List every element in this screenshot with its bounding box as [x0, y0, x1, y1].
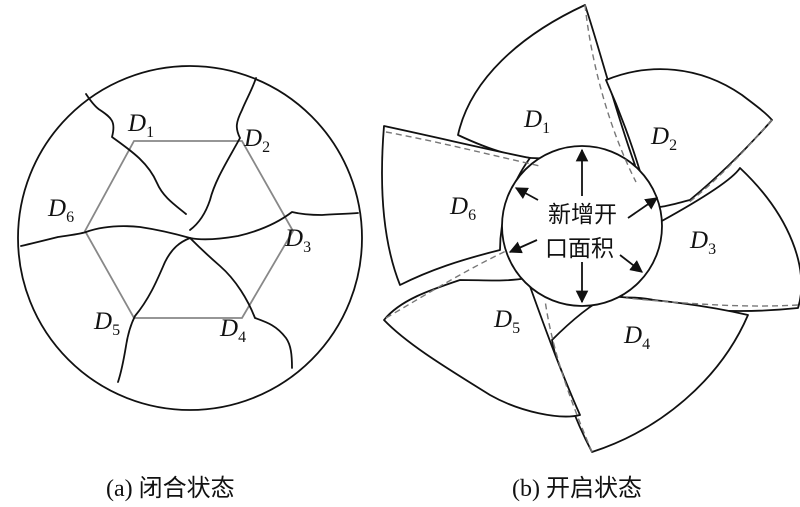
center-hexagon	[83, 140, 295, 319]
open-label-d4: D4	[623, 322, 650, 353]
arrow-upper-right	[627, 197, 659, 219]
dashed-outline-3	[625, 297, 799, 307]
open-label-d2: D2	[650, 123, 677, 154]
outer-circle	[17, 65, 363, 411]
closed-state-figure: D1 D2 D3 D4 D5 D6 (a) 闭合状态	[17, 65, 363, 502]
blade-d6	[381, 125, 531, 286]
closed-label-d3: D3	[284, 225, 311, 256]
closed-caption: (a) 闭合状态	[106, 475, 235, 502]
boundary-6	[20, 225, 191, 247]
open-label-d5: D5	[493, 306, 520, 337]
open-label-d6: D6	[449, 193, 476, 224]
arrow-upper-left	[514, 187, 539, 201]
closed-label-d4: D4	[219, 315, 246, 346]
dashed-outline-6	[385, 131, 541, 167]
closed-label-d1: D1	[127, 110, 154, 141]
dashed-outline-1	[584, 4, 637, 183]
open-label-d1: D1	[523, 106, 550, 137]
open-state-figure: 新增开 口面积 D1 D2 D3 D4 D5 D6 (b) 开启状态	[381, 4, 800, 502]
arrow-lower-left	[508, 239, 538, 254]
boundary-5	[117, 237, 191, 383]
blade-d4	[551, 295, 749, 453]
closed-label-d2: D2	[243, 125, 270, 156]
blade-d5	[383, 277, 581, 418]
boundary-4	[189, 237, 293, 369]
boundary-1	[85, 93, 187, 215]
central-opening	[501, 145, 663, 307]
arrow-lower-right	[619, 254, 643, 273]
center-text-line2: 口面积	[545, 236, 614, 262]
closed-label-d5: D5	[93, 308, 120, 339]
center-text-line1: 新增开	[548, 202, 617, 228]
open-label-d3: D3	[689, 227, 716, 258]
dashed-outline-2	[687, 119, 773, 204]
dashed-outline-4	[544, 299, 593, 453]
boundary-3	[189, 211, 359, 241]
closed-label-d6: D6	[47, 195, 74, 226]
open-caption: (b) 开启状态	[512, 475, 642, 502]
dashed-outline-5	[385, 249, 509, 319]
boundary-2	[189, 77, 257, 231]
